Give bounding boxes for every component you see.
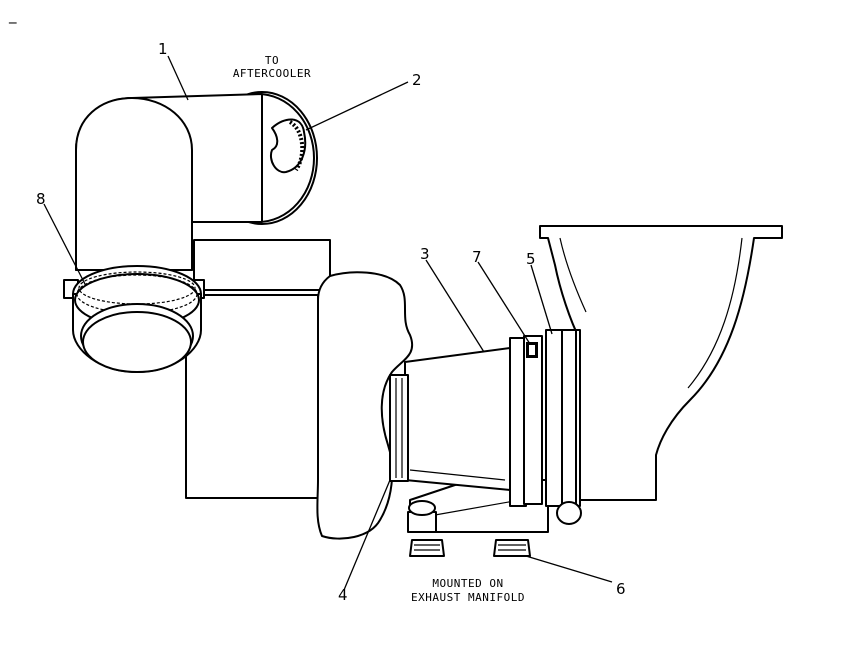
leader-lines <box>43 55 613 591</box>
coupling-8 <box>63 265 205 373</box>
exhaust-tube-3 <box>404 347 511 491</box>
turbocharger-housing <box>185 239 413 540</box>
callout-4: 4 <box>338 586 348 604</box>
clamp-7 <box>509 335 543 507</box>
mounted-label-line2: EXHAUST MANIFOLD <box>411 591 525 604</box>
to-aftercooler-label-line1: TO <box>265 54 279 67</box>
mounted-label-line1: MOUNTED ON <box>432 577 503 590</box>
callout-7: 7 <box>472 248 482 266</box>
to-aftercooler-label-line2: AFTERCOOLER <box>233 67 311 80</box>
callout-3: 3 <box>420 245 430 263</box>
callout-5: 5 <box>526 250 536 268</box>
exhaust-manifold <box>539 225 783 501</box>
callout-6: 6 <box>616 580 626 598</box>
seal-ring-4 <box>389 374 409 482</box>
elbow-tube-1 <box>75 91 318 271</box>
flange-gasket-5 <box>545 329 582 525</box>
callout-8: 8 <box>36 190 46 208</box>
bolt-6 <box>409 539 531 557</box>
corner-mark: _ <box>8 6 17 25</box>
callout-2: 2 <box>412 71 422 89</box>
callout-1: 1 <box>158 40 168 58</box>
